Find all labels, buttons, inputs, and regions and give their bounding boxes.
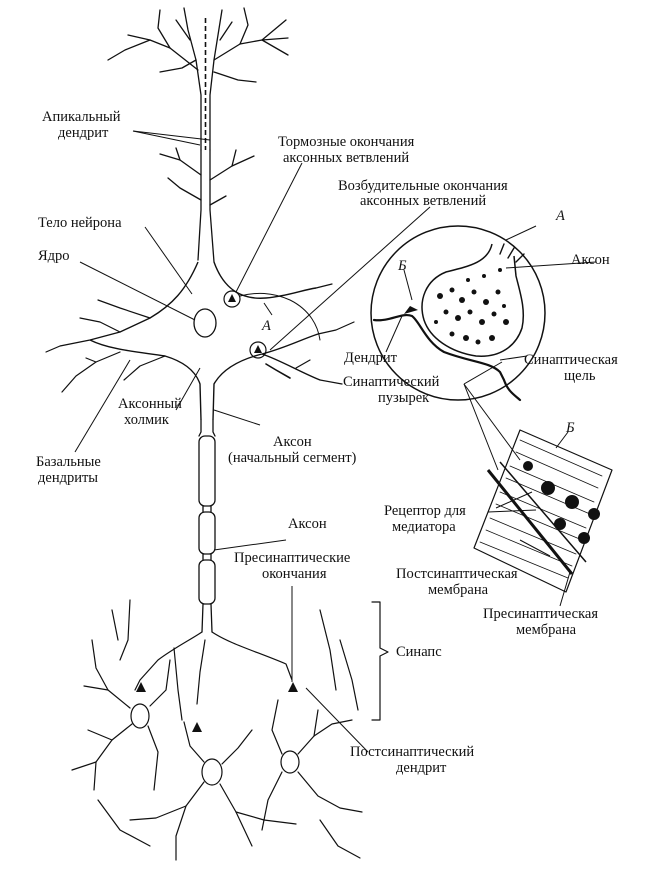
- excitatory-endings-label-1: Возбудительные окончания: [338, 178, 508, 194]
- presynaptic-membrane-label-1: Пресинаптическая: [483, 606, 598, 622]
- inset-circle: [370, 225, 546, 401]
- dendrite-inset-label: Дендрит: [344, 350, 398, 366]
- synaptic-cleft-label-1: Синаптическая: [524, 352, 618, 368]
- marker-a-neuron: А: [261, 318, 271, 334]
- excitatory-endings-label-2: аксонных ветвлений: [360, 193, 486, 209]
- presynaptic-terminal-middle: [192, 722, 202, 732]
- nucleus-label: Ядро: [38, 248, 70, 264]
- presynaptic-terminal-left: [136, 682, 146, 692]
- axon-initial-label-2: (начальный сегмент): [228, 450, 357, 466]
- apical-dendrite-label-2: дендрит: [58, 125, 109, 141]
- postsynaptic-membrane-label-1: Постсинаптическая: [396, 566, 518, 582]
- axon-collateral-fibers: [265, 363, 291, 379]
- presynaptic-membrane-line: [499, 461, 587, 563]
- basal-dendrite-branches: [45, 283, 355, 393]
- postsynaptic-dendrite-label-1: Постсинаптический: [350, 744, 474, 760]
- postsynaptic-neurons: [71, 599, 363, 861]
- mediator-receptor-label-1: Рецептор для: [384, 503, 466, 519]
- axon-hillock-label-1: Аксонный: [118, 396, 182, 412]
- axon-inset-label: Аксон: [571, 252, 610, 268]
- presynaptic-terminal-right: [288, 682, 298, 692]
- axon-hillock-label-2: холмик: [124, 412, 170, 428]
- nucleus-shape: [193, 308, 217, 338]
- postsynaptic-membrane-line: [486, 469, 574, 575]
- excitatory-ending-circle: [249, 341, 267, 359]
- synaptic-vesicle-label-2: пузырек: [378, 390, 430, 406]
- apical-dendrite-tree: [107, 7, 289, 151]
- marker-b-strip: Б: [565, 420, 575, 436]
- synapse-inset: [370, 225, 546, 402]
- inhibitory-ending-circle: [223, 290, 241, 308]
- mediator-receptor-label-2: медиатора: [392, 519, 456, 535]
- apical-lower-shaft: [159, 147, 255, 263]
- axon-initial-label-1: Аксон: [273, 434, 312, 450]
- membrane-hatching: [479, 439, 603, 579]
- synapse-label: Синапс: [396, 644, 442, 660]
- synaptic-cleft-label-2: щель: [564, 368, 596, 384]
- dendrite-inset-shape: [372, 314, 522, 402]
- neuron-body-label: Тело нейрона: [38, 215, 122, 231]
- neuron-drawing: Апикальный дендрит Тормозные окончания а…: [36, 7, 618, 861]
- basal-dendrites-label-1: Базальные: [36, 454, 101, 470]
- axon-collateral-line: [239, 292, 321, 341]
- axon-segments: [198, 419, 216, 633]
- axon-terminal-branches: [134, 631, 293, 721]
- dendrite-spine-inset: [404, 306, 418, 314]
- membrane-detail: [473, 429, 613, 593]
- axon-fibers-inset: [499, 243, 525, 263]
- postsynaptic-dendrite-label-2: дендрит: [396, 760, 447, 776]
- inhibitory-endings-label-2: аксонных ветвлений: [283, 150, 409, 166]
- neuron-body: [59, 261, 321, 421]
- presynaptic-bouton: [421, 243, 525, 357]
- postsynaptic-membrane-label-2: мембрана: [428, 582, 489, 598]
- inhibitory-ending-terminal: [228, 294, 236, 302]
- inhibitory-endings-label-1: Тормозные окончания: [278, 134, 415, 150]
- presynaptic-membrane-label-2: мембрана: [516, 622, 577, 638]
- apical-dendrite-label-1: Апикальный: [42, 109, 121, 125]
- synaptic-vesicle-label-1: Синаптический: [343, 374, 440, 390]
- presynaptic-endings-label-1: Пресинаптические: [234, 550, 350, 566]
- axon-lower-label: Аксон: [288, 516, 327, 532]
- marker-a-inset: А: [555, 208, 565, 224]
- membrane-vesicles: [523, 461, 600, 544]
- membrane-strip-outline: [473, 429, 613, 593]
- marker-b-inset: Б: [397, 258, 407, 274]
- synapse-bracket: [371, 601, 389, 721]
- presynaptic-endings-label-2: окончания: [262, 566, 327, 582]
- excitatory-ending-terminal: [254, 345, 262, 353]
- leader-lines: [74, 130, 597, 753]
- basal-dendrites-label-2: дендриты: [38, 470, 98, 486]
- labels: Апикальный дендрит Тормозные окончания а…: [36, 109, 618, 776]
- synaptic-vesicles-cluster: [434, 268, 509, 345]
